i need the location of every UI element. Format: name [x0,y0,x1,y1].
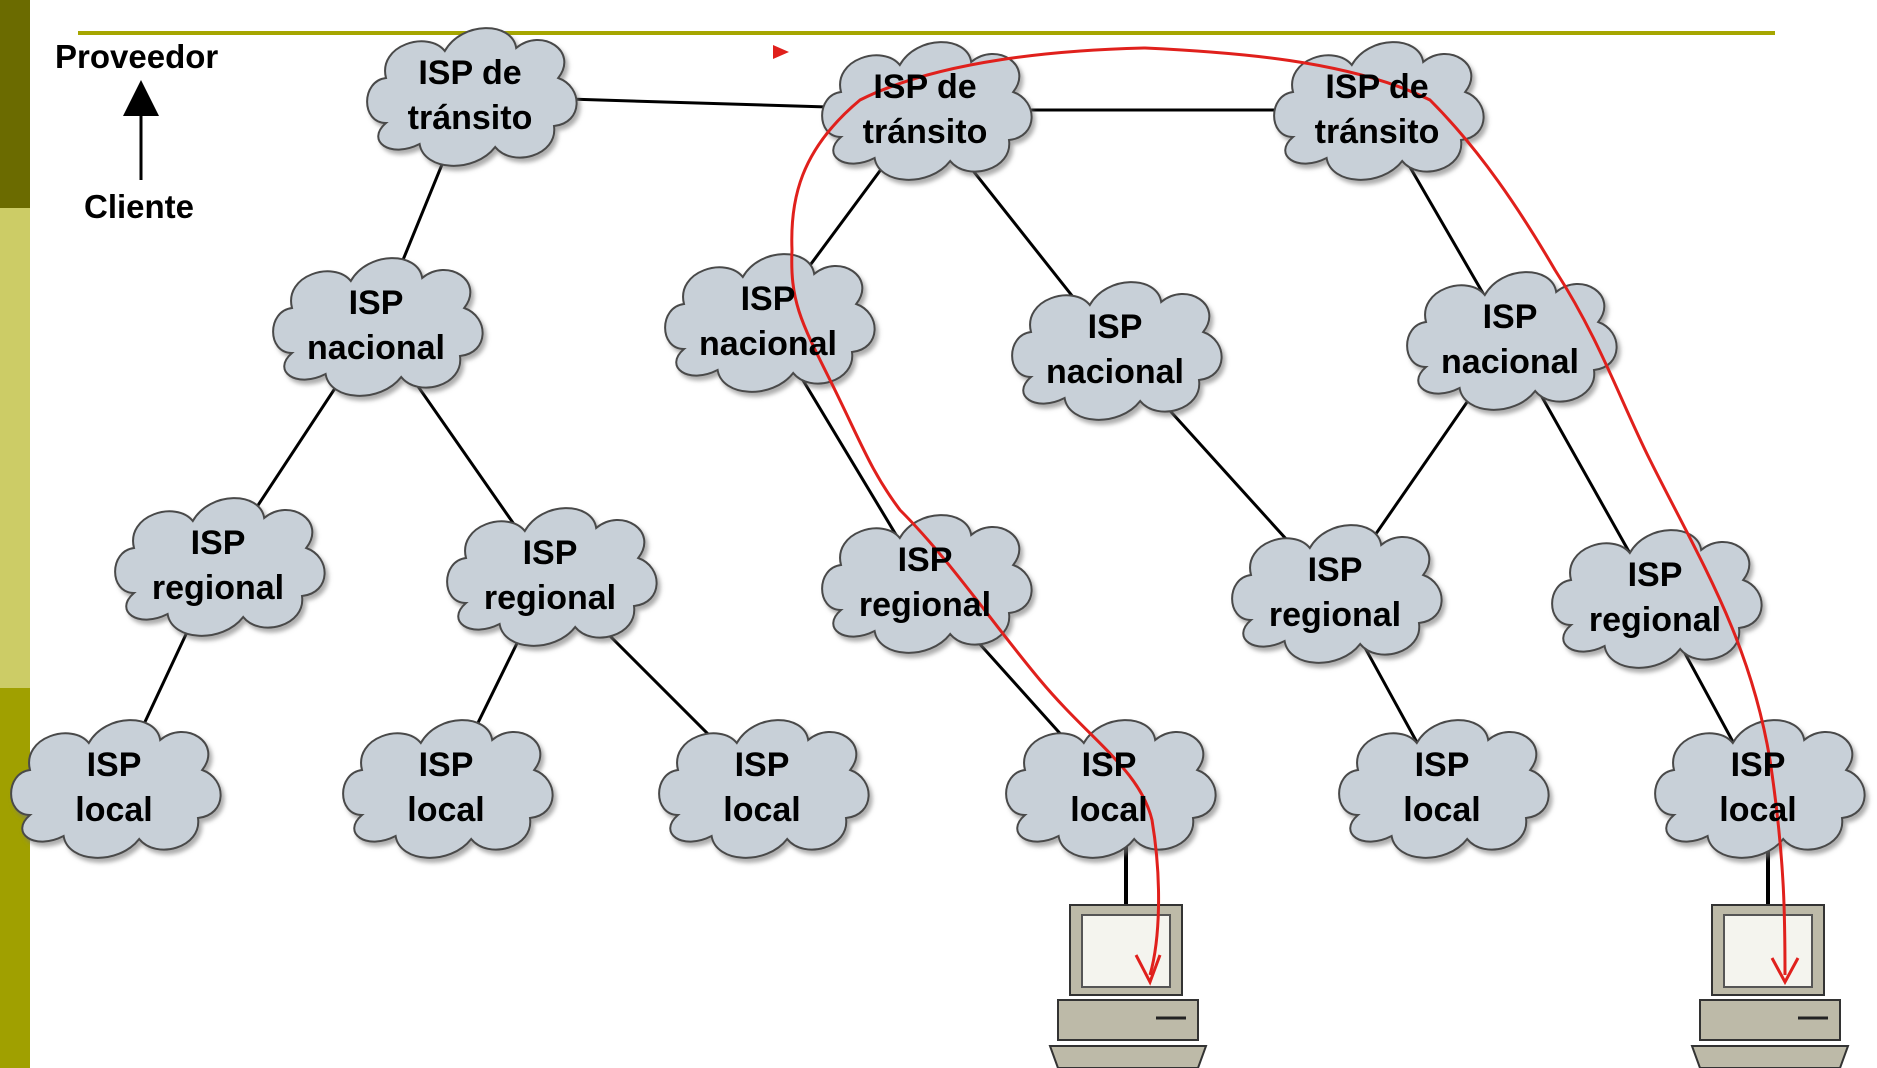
node-label-r2: ISP regional [440,531,660,621]
node-label-line2: nacional [699,325,837,363]
node-label-r4: ISP regional [1225,548,1445,638]
node-label-line2: regional [483,579,617,617]
node-label-t3: ISP de tránsito [1267,65,1487,155]
node-label-line1: ISP [418,746,474,784]
node-label-line2: regional [1588,601,1722,639]
node-label-line1: ISP [740,280,796,318]
node-label-n2: ISP nacional [658,277,878,367]
cloud-l2 [342,719,554,859]
node-label-line2: local [407,791,485,829]
node-label-line2: local [75,791,153,829]
computer-icon [1048,904,1208,1068]
node-label-line1: ISP de [873,68,977,106]
cloud-n1 [272,257,484,397]
node-label-line1: ISP [1081,746,1137,784]
node-label-line2: tránsito [862,113,988,151]
node-label-line2: regional [1268,596,1402,634]
node-label-line2: nacional [1441,343,1579,381]
node-label-line1: ISP de [1325,68,1429,106]
node-label-line1: ISP [1087,308,1143,346]
cloud-t2 [821,41,1033,181]
cloud-n3 [1011,281,1223,421]
route-arrowhead-end [1770,957,1800,986]
cloud-t1 [366,27,578,167]
cloud-l6 [1654,719,1866,859]
node-label-r5: ISP regional [1545,553,1765,643]
red-marker-icon [773,45,789,59]
node-label-line2: tránsito [1314,113,1440,151]
legend-customer-label: Cliente [84,188,195,225]
slide-sidebar [0,0,30,1068]
node-label-t2: ISP de tránsito [815,65,1035,155]
cloud-n4 [1406,271,1618,411]
node-label-line2: regional [858,586,992,624]
node-label-r3: ISP regional [815,538,1035,628]
cloud-r1 [114,497,326,637]
node-label-t1: ISP de tránsito [360,51,580,141]
cloud-l3 [658,719,870,859]
legend-provider-label: Proveedor [55,38,219,75]
node-label-line2: local [1719,791,1797,829]
sidebar-band-bottom [0,688,30,1068]
node-label-line2: local [723,791,801,829]
cloud-r2 [446,507,658,647]
node-label-line1: ISP [734,746,790,784]
sidebar-band-top [0,0,30,208]
hosts-layer [1048,904,1850,1068]
node-label-line1: ISP [1730,746,1786,784]
cloud-l5 [1338,719,1550,859]
node-label-l3: ISP local [652,743,872,833]
route-path [790,46,1787,976]
node-label-line1: ISP [1307,551,1363,589]
node-label-line2: nacional [307,329,445,367]
node-label-line2: tránsito [407,99,533,137]
node-label-n1: ISP nacional [266,281,486,371]
sidebar-band-middle [0,208,30,688]
node-label-line1: ISP [86,746,142,784]
node-label-l4: ISP local [999,743,1219,833]
node-label-line1: ISP [897,541,953,579]
cloud-r4 [1231,524,1443,664]
computer-icon [1690,904,1850,1068]
node-label-line2: regional [151,569,285,607]
cloud-l4 [1005,719,1217,859]
node-label-line2: local [1403,791,1481,829]
clouds-layer [10,27,1866,859]
node-label-line1: ISP [522,534,578,572]
node-label-n3: ISP nacional [1005,305,1225,395]
node-label-line2: nacional [1046,353,1184,391]
route-path-layer [773,45,1800,986]
route-arrowhead-start [1134,954,1162,986]
cloud-r3 [821,514,1033,654]
node-label-n4: ISP nacional [1400,295,1620,385]
node-label-l2: ISP local [336,743,556,833]
cloud-l1 [10,719,222,859]
node-label-line1: ISP [1482,298,1538,336]
node-label-line1: ISP de [418,54,522,92]
node-label-line1: ISP [348,284,404,322]
cloud-n2 [664,253,876,393]
node-label-l5: ISP local [1332,743,1552,833]
node-label-l1: ISP local [4,743,224,833]
node-label-line1: ISP [1414,746,1470,784]
node-label-line1: ISP [190,524,246,562]
node-label-line2: local [1070,791,1148,829]
node-label-l6: ISP local [1648,743,1868,833]
cloud-r5 [1551,529,1763,669]
node-label-r1: ISP regional [108,521,328,611]
cloud-t3 [1273,41,1485,181]
node-label-line1: ISP [1627,556,1683,594]
